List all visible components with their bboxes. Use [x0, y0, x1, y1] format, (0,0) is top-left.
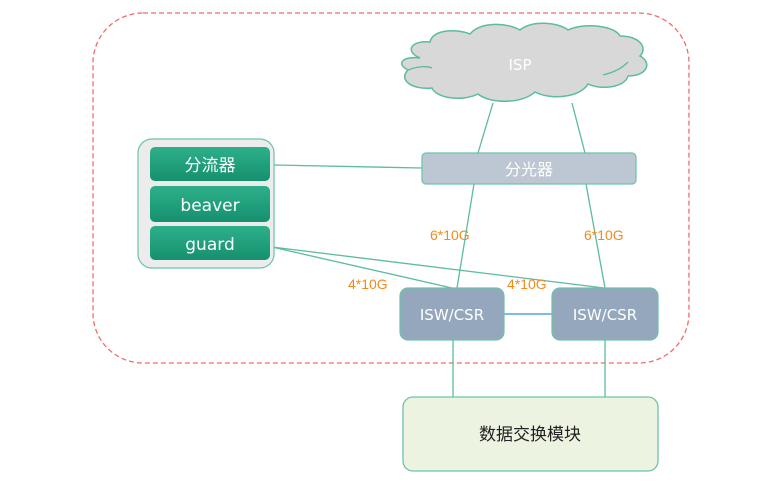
- isp-cloud[interactable]: ISP: [401, 22, 648, 102]
- stack-item-label: beaver: [180, 196, 239, 216]
- connections: [271, 102, 606, 397]
- bandwidth-label: 6*10G: [430, 227, 470, 243]
- switch-right[interactable]: ISW/CSR: [551, 287, 659, 341]
- bandwidth-label: 6*10G: [584, 227, 624, 243]
- device-stack: 分流器 beaver guard: [137, 138, 275, 269]
- splitter-label: 分光器: [505, 160, 553, 179]
- switch-label: ISW/CSR: [573, 306, 637, 324]
- link-isp-splitter-right: [571, 102, 586, 154]
- stack-item-shunt[interactable]: 分流器: [150, 147, 270, 181]
- link-splitter-switch-right: [585, 183, 606, 289]
- switch-left[interactable]: ISW/CSR: [399, 287, 505, 341]
- stack-item-guard[interactable]: guard: [150, 226, 270, 260]
- optical-splitter[interactable]: 分光器: [421, 152, 637, 185]
- link-guard-switch-left: [271, 246, 453, 289]
- exchange-box: [402, 396, 659, 472]
- cloud-detail-line: [602, 61, 629, 76]
- switch-box: [551, 287, 659, 341]
- exchange-label: 数据交换模块: [479, 425, 581, 445]
- cloud-detail-line: [407, 66, 433, 71]
- link-isp-splitter-left: [477, 102, 494, 154]
- bandwidth-label: 4*10G: [348, 276, 388, 292]
- data-exchange-module[interactable]: 数据交换模块: [402, 396, 659, 472]
- stack-item-box: [150, 186, 270, 222]
- stack-item-box: [150, 226, 270, 260]
- switch-box: [399, 287, 505, 341]
- link-guard-switch-right: [271, 246, 605, 289]
- stack-item-box: [150, 147, 270, 181]
- link-stack-splitter: [273, 164, 423, 169]
- switch-label: ISW/CSR: [420, 306, 484, 324]
- isp-label: ISP: [509, 56, 532, 74]
- stack-item-beaver[interactable]: beaver: [150, 186, 270, 222]
- cloud-icon: [401, 22, 648, 102]
- splitter-box: [421, 152, 637, 185]
- link-labels: 6*10G 6*10G 4*10G 4*10G: [348, 227, 624, 292]
- stack-item-label: 分流器: [185, 156, 236, 176]
- network-boundary: [92, 12, 690, 364]
- bandwidth-label: 4*10G: [507, 276, 547, 292]
- stack-item-label: guard: [185, 235, 234, 255]
